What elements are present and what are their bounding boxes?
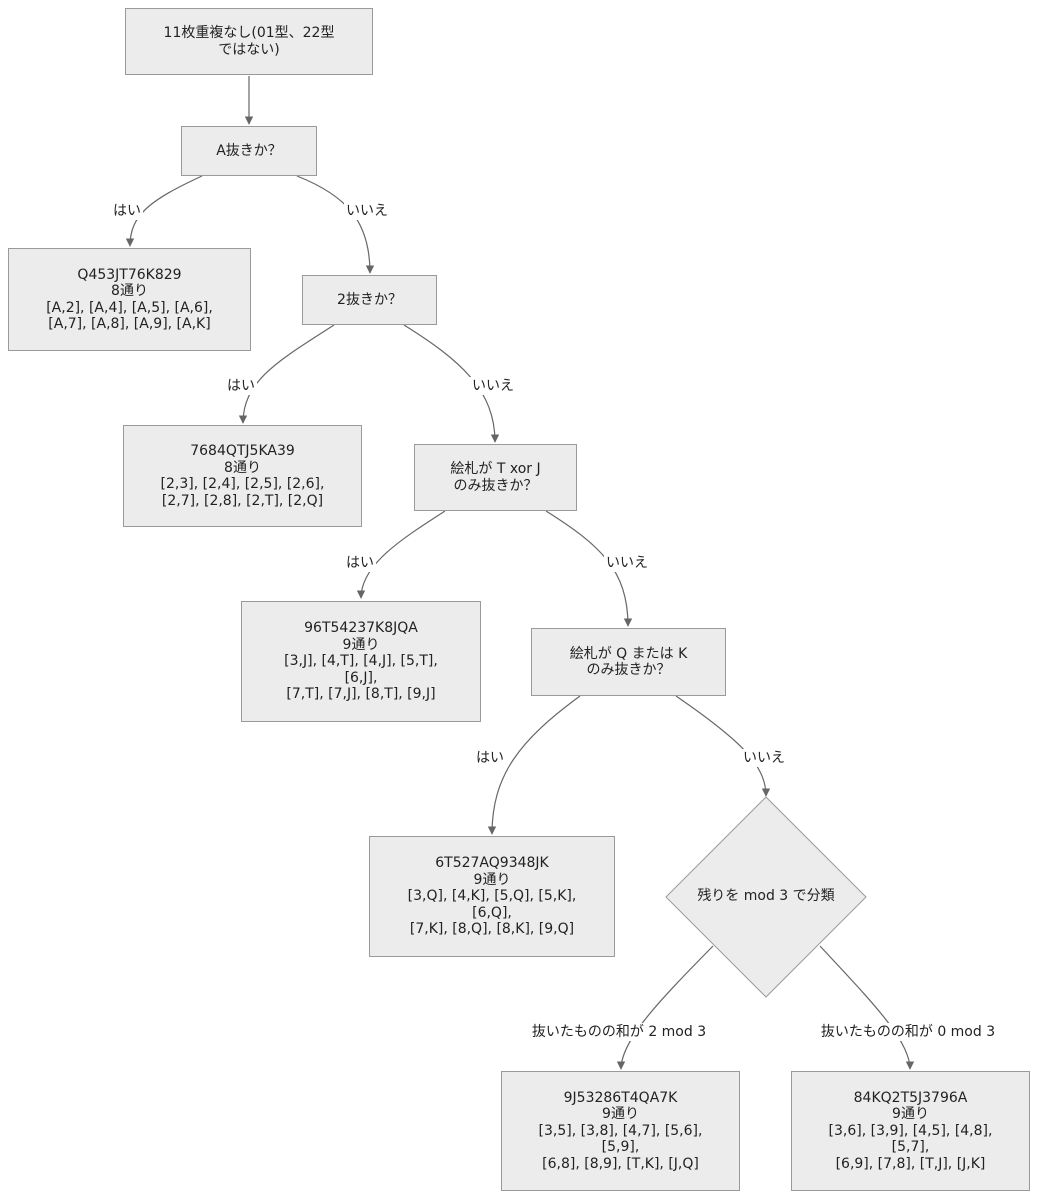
edge-a-no — [296, 175, 375, 274]
edge-label-a-yes: はい — [111, 202, 143, 220]
edge-label-m2: 抜いたものの和が 2 mod 3 — [529, 1023, 709, 1041]
result-2-node: 7684QTJ5KA39 8通り [2,3], [2,4], [2,5], [2… — [123, 425, 362, 527]
edge-qk-no — [675, 695, 771, 797]
decision-qk-node: 絵札が Q または K のみ抜きか？ — [531, 628, 726, 696]
edge-2-yes — [238, 324, 335, 424]
result-mod2-node: 9J53286T4QA7K 9通り [3,5], [3,8], [4,7], [… — [501, 1071, 740, 1191]
edge-m0 — [819, 945, 915, 1070]
edge-label-a-no: いいえ — [344, 202, 390, 220]
result-tj-node: 96T54237K8JQA 9通り [3,J], [4,T], [4,J], [… — [241, 601, 481, 722]
edge-label-2-yes: はい — [225, 377, 257, 395]
mod3-decision-label: 残りを mod 3 で分類 — [697, 888, 835, 904]
edge-label-tj-yes: はい — [344, 554, 376, 572]
edge-label-2-no: いいえ — [470, 377, 516, 395]
edge-label-tj-no: いいえ — [604, 554, 650, 572]
decision-tj-node: 絵札が T xor J のみ抜きか？ — [414, 444, 577, 511]
decision-2-node: 2抜きか？ — [302, 275, 437, 325]
edge-a-yes — [125, 175, 203, 247]
result-a-node: Q453JT76K829 8通り [A,2], [A,4], [A,5], [A… — [8, 248, 251, 351]
edge-m2 — [616, 945, 714, 1070]
edge-label-qk-no: いいえ — [741, 749, 787, 767]
result-mod0-node: 84KQ2T5J3796A 9通り [3,6], [3,9], [4,5], [… — [791, 1071, 1030, 1191]
edge-qk-yes — [487, 695, 581, 835]
edge-label-m0: 抜いたものの和が 0 mod 3 — [818, 1023, 998, 1041]
edge-tj-yes — [356, 510, 446, 599]
result-qk-node: 6T527AQ9348JK 9通り [3,Q], [4,K], [5,Q], [… — [369, 836, 615, 957]
mod3-decision-diamond — [665, 796, 867, 998]
decision-a-node: A抜きか？ — [181, 126, 317, 176]
start-node: 11枚重複なし(01型、22型 ではない) — [125, 8, 373, 75]
edge-label-qk-yes: はい — [474, 749, 506, 767]
